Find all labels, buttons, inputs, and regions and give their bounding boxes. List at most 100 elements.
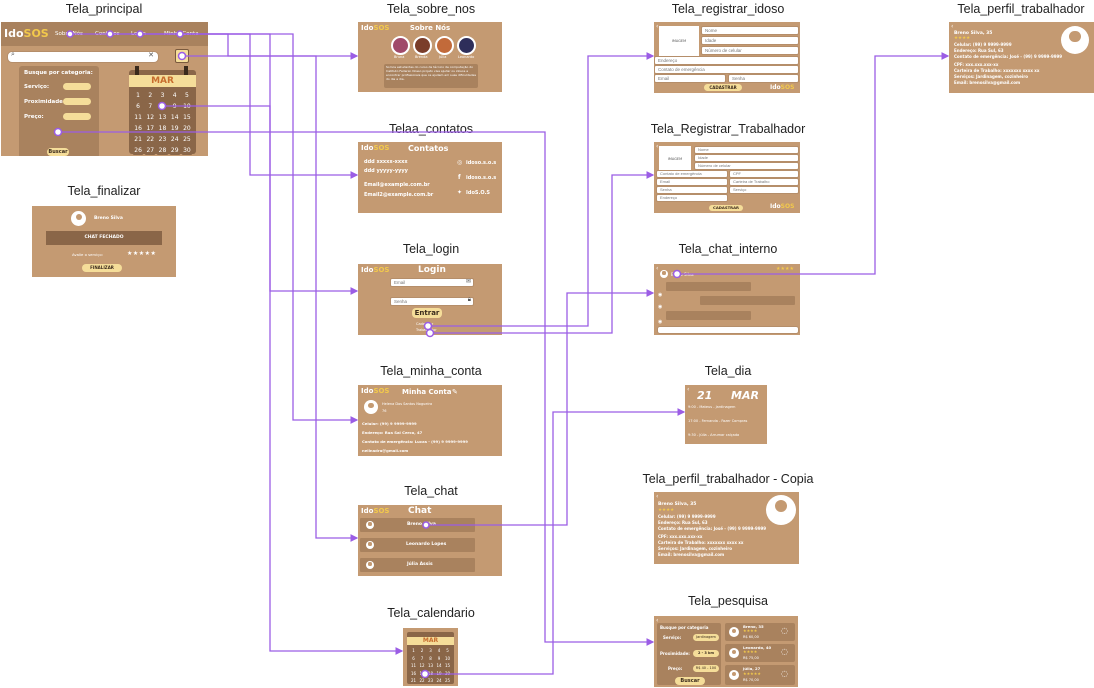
calendar-day[interactable]: 13 <box>157 113 168 122</box>
calendar-day[interactable]: 1 <box>410 648 417 654</box>
nav-login[interactable]: Login <box>131 31 146 37</box>
calendar-day[interactable]: 16 <box>410 670 417 677</box>
calendar-day[interactable]: 24 <box>435 678 443 684</box>
clear-icon[interactable]: ✕ <box>148 52 154 59</box>
calendar-day[interactable]: 8 <box>427 655 434 662</box>
calendar-day[interactable]: 5 <box>444 648 451 654</box>
calendar-day[interactable]: 9 <box>435 655 443 662</box>
contatos-email-2[interactable]: Email2@example.com.br <box>364 192 434 198</box>
registrar-trab-cadastrar[interactable]: CADASTRAR <box>709 205 743 211</box>
calendar-day[interactable]: 27 <box>418 685 426 686</box>
calendar-day[interactable]: 21 <box>133 135 144 144</box>
calendar-day[interactable]: 2 <box>145 91 156 100</box>
pesquisa-result-3[interactable]: Júlia, 27 ★★★★★ R$ 70,00 ◌ <box>725 665 795 685</box>
registrar-trab-carteira[interactable]: Carteira de Trabalho <box>729 178 799 186</box>
registrar-idoso-image[interactable]: IMAGEM <box>659 26 699 56</box>
registrar-idoso-idade[interactable]: Idade <box>701 36 799 45</box>
instagram-icon[interactable]: ◎ <box>457 159 463 166</box>
nav-contatos[interactable]: Contatos <box>95 31 120 37</box>
registrar-idoso-nome[interactable]: Nome <box>701 26 799 35</box>
calendar-day[interactable]: 11 <box>410 663 417 669</box>
calendar-day[interactable]: 12 <box>418 663 426 669</box>
registrar-idoso-celular[interactable]: Número de celular <box>701 46 799 55</box>
calendar-day[interactable]: 25 <box>444 678 451 684</box>
registrar-trab-servico[interactable]: Serviço <box>729 186 799 194</box>
calendar-day[interactable]: 13 <box>427 663 434 669</box>
principal-search-button[interactable]: Buscar <box>47 148 69 156</box>
calendar-day[interactable]: 12 <box>145 113 156 122</box>
registrar-idoso-senha[interactable]: Senha <box>728 74 799 83</box>
registrar-trab-nome[interactable]: Nome <box>694 146 799 154</box>
back-icon[interactable]: ‹ <box>656 493 659 500</box>
registrar-trab-email[interactable]: Email <box>656 178 728 186</box>
calendar-day[interactable]: 24 <box>169 135 180 144</box>
calendar-day[interactable]: 14 <box>169 113 180 122</box>
calendar-day[interactable]: 27 <box>145 146 156 155</box>
dia-event-3[interactable]: 9:30 - Júlia - Arrumar calçada <box>688 433 740 437</box>
pesquisa-preco-value[interactable]: R$ 40 - 100 <box>693 665 719 672</box>
calendar-day[interactable]: 1 <box>133 91 144 100</box>
registrar-idoso-email[interactable]: Email <box>654 74 726 83</box>
pesquisa-result-2[interactable]: Leonardo, 40 ★★★★ R$ 75,00 ◌ <box>725 644 795 662</box>
contatos-facebook[interactable]: idoso.s.o.s <box>466 175 497 181</box>
dia-event-2[interactable]: 17:00 - Fernanda - Fazer Compras <box>688 419 748 423</box>
calendar-day[interactable]: 5 <box>181 91 192 100</box>
calendar-day[interactable]: 23 <box>157 135 168 144</box>
login-cadastro-trabalhador-link[interactable]: Trabalhador <box>416 328 437 332</box>
calendar-day[interactable]: 10 <box>181 102 192 111</box>
chat-interno-user[interactable]: Breno Silva <box>671 272 694 277</box>
login-cadastro-idoso-link[interactable]: Cadastrar <box>416 322 434 326</box>
chat-contact-2[interactable]: Leonardo Lopes <box>360 538 475 552</box>
calendar-day[interactable]: 28 <box>427 685 434 686</box>
pesquisa-proximidade-value[interactable]: 2 - 3 km <box>693 650 719 657</box>
calendar-day[interactable]: 28 <box>157 146 168 155</box>
calendar-day[interactable]: 10 <box>444 655 451 662</box>
calendar-day[interactable]: 30 <box>444 685 451 686</box>
calendar-day[interactable]: 15 <box>181 113 192 122</box>
calendar-day[interactable]: 16 <box>133 124 144 133</box>
registrar-idoso-endereco[interactable]: Endereço <box>654 56 799 65</box>
login-password-field[interactable]: Senha 🔒︎ <box>390 297 474 306</box>
finalizar-button[interactable]: FINALIZAR <box>82 264 122 272</box>
nav-minha-conta[interactable]: Minha Conta <box>164 31 199 37</box>
contatos-instagram[interactable]: idoso.s.o.s <box>466 160 497 166</box>
registrar-trab-idade[interactable]: Idade <box>694 154 799 162</box>
registrar-idoso-cadastrar[interactable]: CADASTRAR <box>704 84 742 91</box>
registrar-trab-emergencia[interactable]: Contato de emergência <box>656 170 728 178</box>
principal-search-input[interactable]: ⌕ ✕ <box>7 51 159 63</box>
calendar-day[interactable]: 7 <box>145 102 156 111</box>
login-email-field[interactable]: Email ✉ <box>390 278 474 287</box>
contatos-email-1[interactable]: Email@example.com.br <box>364 182 430 188</box>
calendar-day[interactable]: 18 <box>157 124 168 133</box>
filter-servico-input[interactable] <box>63 83 91 90</box>
back-icon[interactable]: ‹ <box>687 386 690 393</box>
calendar-day[interactable]: 7 <box>418 655 426 662</box>
calendar-day[interactable]: 3 <box>427 648 434 654</box>
calendar-day[interactable]: 25 <box>181 135 192 144</box>
calendar-day[interactable]: 9 <box>169 102 180 111</box>
calendar-day[interactable]: 18 <box>427 670 434 677</box>
calendar-day[interactable]: 6 <box>410 655 417 662</box>
calendar-day[interactable]: 29 <box>435 685 443 686</box>
pesquisa-result-1[interactable]: Breno, 35 ★★★★ R$ 60,00 ◌ <box>725 623 795 641</box>
edit-icon[interactable]: ✎ <box>452 388 458 396</box>
finalizar-rating-stars[interactable]: ★★★★★ <box>127 250 157 257</box>
calendar-day[interactable]: 4 <box>435 648 443 654</box>
calendar-day[interactable]: 17 <box>418 670 426 677</box>
pesquisa-servico-value[interactable]: Jardinagem <box>693 634 719 641</box>
calendar-day[interactable]: 20 <box>444 670 451 677</box>
calendar-day[interactable]: 19 <box>435 670 443 677</box>
calendar-day[interactable]: 19 <box>169 124 180 133</box>
registrar-trab-image[interactable]: IMAGEM <box>659 146 691 172</box>
registrar-trab-endereco[interactable]: Endereço <box>656 194 728 202</box>
calendar-day[interactable]: 14 <box>435 663 443 669</box>
calendar-day[interactable]: 17 <box>145 124 156 133</box>
calendar-day[interactable]: 21 <box>410 678 417 684</box>
calendar-day[interactable]: 8 <box>157 102 168 111</box>
calendar-day[interactable]: 15 <box>444 663 451 669</box>
calendar-day[interactable]: 3 <box>157 91 168 100</box>
registrar-idoso-emergencia[interactable]: Contato de emergência <box>654 65 799 74</box>
calendar-day[interactable]: 26 <box>410 685 417 686</box>
